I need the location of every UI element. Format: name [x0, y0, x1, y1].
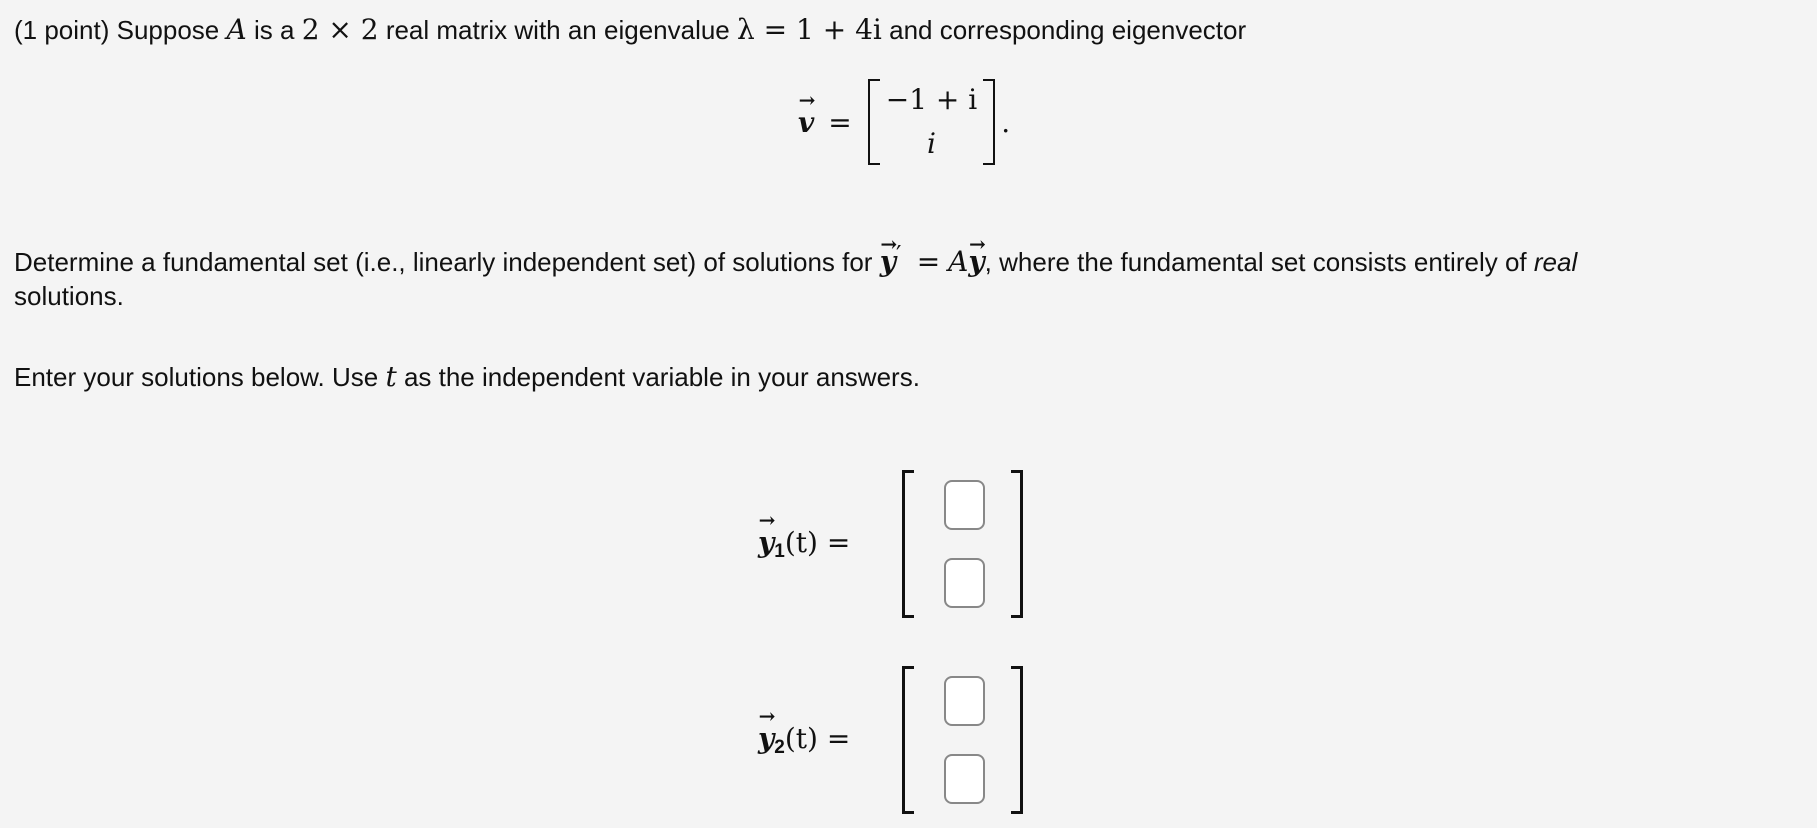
equals-sign: =: [828, 105, 852, 139]
y1-component-2-input[interactable]: [944, 558, 985, 608]
eigenvector-display: v = −1 + i i .: [798, 78, 1010, 166]
function-argument: (t) =: [784, 721, 851, 755]
right-bracket: [983, 79, 996, 165]
matrix-symbol: A: [226, 13, 247, 46]
intro-text: Suppose: [116, 15, 220, 45]
answer-vector-y2: [914, 676, 1011, 804]
answer-row-y2: y2(t) =: [758, 666, 1023, 814]
instructions-text: Enter your solutions below. Use: [14, 362, 379, 392]
eigenvector-entry: −1 + i: [885, 83, 978, 116]
task-text: solutions.: [14, 281, 124, 311]
y-vector-symbol: y: [758, 722, 774, 755]
problem-statement: (1 point) Suppose A is a 2 × 2 real matr…: [14, 11, 1246, 49]
left-bracket: [902, 666, 914, 814]
instructions: Enter your solutions below. Use t as the…: [14, 358, 920, 396]
task-statement-continued: solutions.: [14, 277, 124, 315]
eigenvalue: λ = 1 + 4i: [737, 13, 882, 46]
matrix-dimensions: 2 × 2: [301, 13, 379, 46]
eigenvector-entry: i: [927, 127, 936, 160]
eigenvector-matrix: −1 + i i: [880, 78, 984, 166]
y-vector-symbol: y: [880, 243, 896, 281]
intro-text: real matrix with an eigenvalue: [385, 15, 730, 45]
task-statement: Determine a fundamental set (i.e., linea…: [14, 236, 1577, 281]
intro-text: and corresponding eigenvector: [889, 15, 1247, 45]
y1-component-1-input[interactable]: [944, 480, 985, 530]
task-text: Determine a fundamental set (i.e., linea…: [14, 247, 873, 277]
y-vector-symbol: y: [758, 526, 774, 559]
subscript: 1: [774, 540, 785, 562]
subscript: 2: [774, 736, 785, 758]
matrix-symbol: A: [948, 245, 969, 278]
answer-label-y2: y2(t) =: [758, 722, 874, 759]
prime-symbol: ′: [896, 241, 902, 269]
points-label: (1 point): [14, 15, 110, 45]
left-bracket: [867, 79, 880, 165]
equals-sign: =: [916, 245, 941, 278]
period: .: [1001, 105, 1011, 139]
left-bracket: [902, 470, 914, 618]
y2-component-1-input[interactable]: [944, 676, 985, 726]
task-text: , where the fundamental set consists ent…: [984, 247, 1527, 277]
independent-variable: t: [385, 360, 397, 393]
emphasis-real: real: [1533, 247, 1578, 277]
eigenvector-symbol: v: [798, 106, 814, 139]
intro-text: is a: [253, 15, 295, 45]
y2-component-2-input[interactable]: [944, 754, 985, 804]
y-vector-symbol: y: [968, 243, 984, 281]
answer-vector-y1: [914, 480, 1011, 608]
answer-row-y1: y1(t) =: [758, 470, 1023, 618]
function-argument: (t) =: [784, 525, 851, 559]
answer-label-y1: y1(t) =: [758, 526, 874, 563]
right-bracket: [1011, 666, 1023, 814]
instructions-text: as the independent variable in your answ…: [403, 362, 920, 392]
right-bracket: [1011, 470, 1023, 618]
